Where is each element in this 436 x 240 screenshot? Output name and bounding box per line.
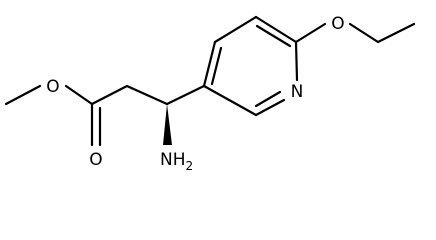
ring-bond-c2-c3	[202, 84, 258, 117]
ring-bond-c5-c6	[254, 15, 298, 44]
ring-bond-c5-c6-inner	[255, 24, 292, 48]
atom-o-ether: O	[331, 14, 344, 34]
bond-carbonyl-c-ch2	[90, 84, 129, 106]
atom-o-ester: O	[46, 77, 59, 97]
bond-methyl-o-ester	[4, 84, 42, 106]
molecule-structure-diagram: O O NH2 N O	[4, 14, 416, 173]
ring-bond-c3-c4-inner	[210, 46, 223, 86]
atom-n-ring: N	[291, 82, 304, 102]
atom-labels: O O NH2 N O	[46, 14, 344, 173]
ring-bond-n-c2	[254, 98, 286, 117]
amine-n-symbol: N	[160, 150, 173, 170]
atom-o-carbonyl: O	[89, 150, 102, 170]
ring-bond-n-c2-inner	[254, 90, 282, 108]
bond-ch2-ch3	[376, 22, 416, 44]
ring-bond-c6-n	[294, 40, 299, 82]
amine-h-symbol: H	[173, 150, 186, 170]
bond-stereocenter-ring	[165, 84, 206, 106]
ring-bond-c4-c5	[213, 15, 258, 44]
bonds	[4, 15, 416, 147]
bond-o-ester-carbonyl-c	[64, 84, 94, 106]
ring-bond-c3-c4	[202, 40, 217, 88]
bond-o-ether-ch2	[348, 22, 380, 44]
amine-h-count: 2	[186, 159, 194, 173]
bond-ch2-stereocenter	[125, 84, 169, 106]
atom-n-amine: NH2	[160, 150, 193, 173]
wedge-bond-amine	[163, 104, 172, 145]
bond-c6-o-ether	[294, 22, 327, 44]
